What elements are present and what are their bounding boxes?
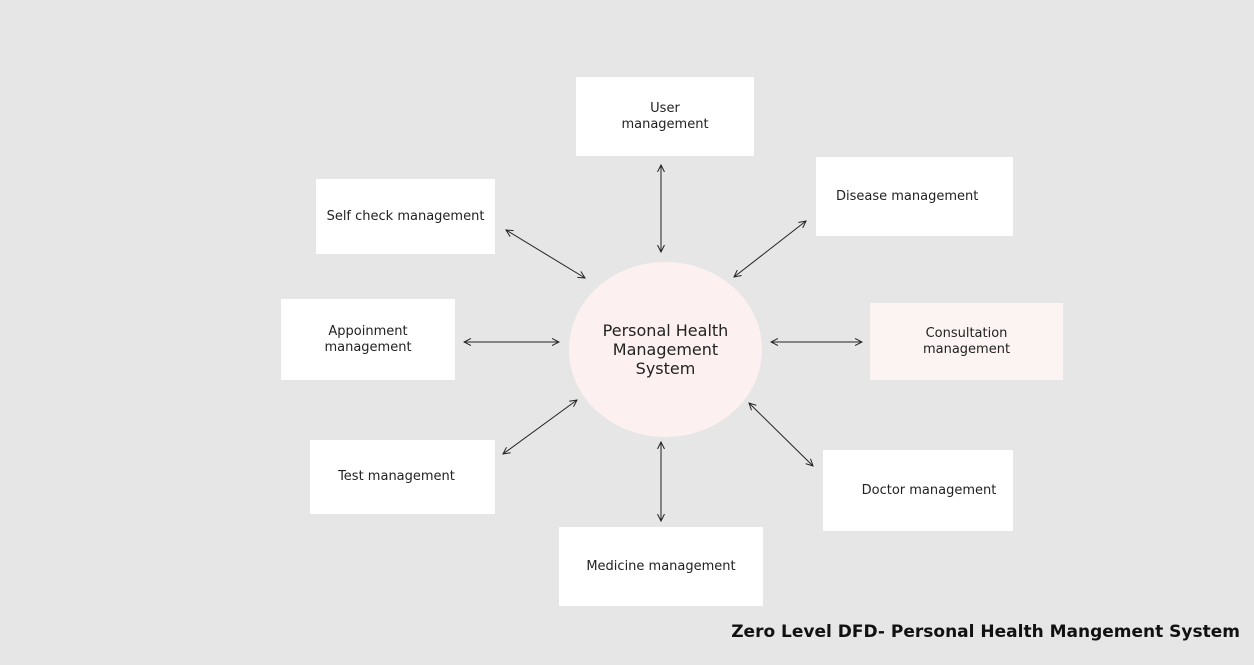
arrow-disease bbox=[734, 221, 806, 277]
arrow-doctor bbox=[749, 403, 813, 466]
arrow-selfcheck bbox=[506, 230, 585, 278]
entity-selfcheck-management: Self check management bbox=[316, 179, 495, 254]
entity-doctor-management: Doctor management bbox=[823, 450, 1013, 531]
arrow-test bbox=[503, 400, 577, 454]
entity-appoinment-management: Appoinment management bbox=[281, 299, 455, 380]
entity-test-management: Test management bbox=[310, 440, 495, 514]
entity-user-management: User management bbox=[576, 77, 754, 156]
diagram-caption: Zero Level DFD- Personal Health Mangemen… bbox=[731, 622, 1240, 642]
entity-consultation-management: Consultation management bbox=[870, 303, 1063, 380]
entity-medicine-management: Medicine management bbox=[559, 527, 763, 606]
entity-disease-management: Disease management bbox=[816, 157, 1013, 236]
central-process: Personal Health Management System bbox=[569, 262, 762, 437]
